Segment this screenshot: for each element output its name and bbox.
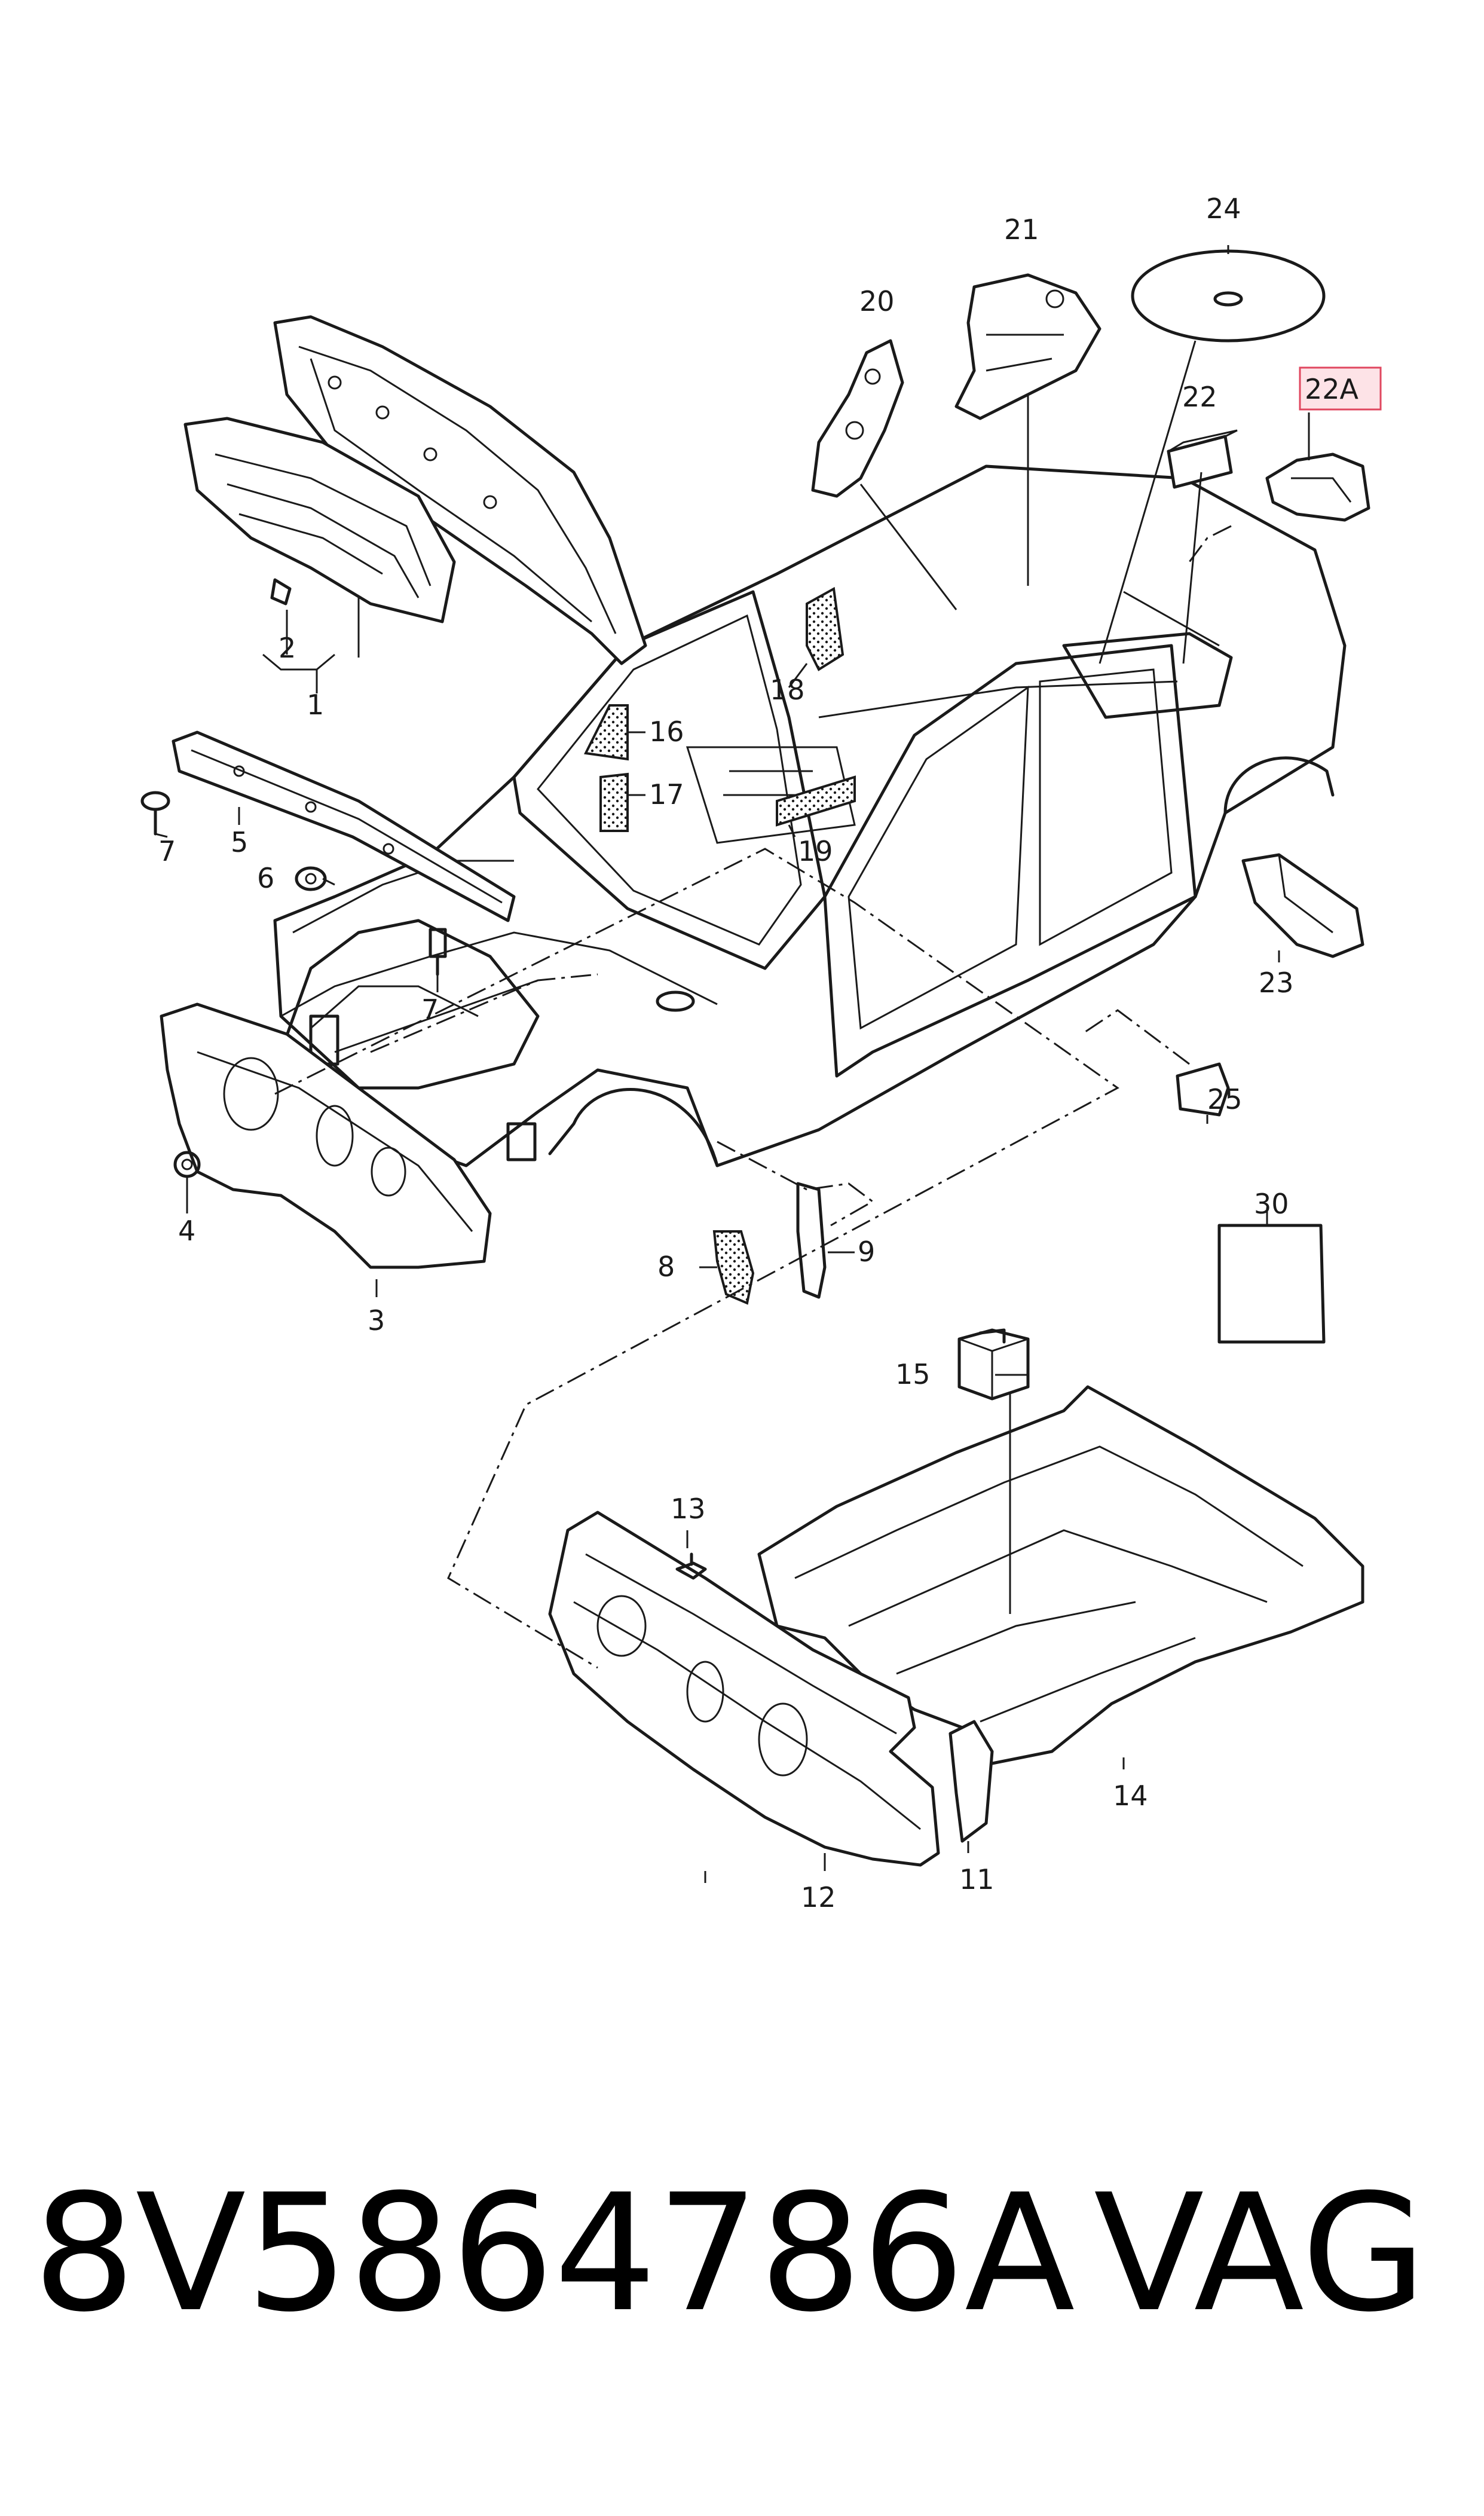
callout-5: 5 <box>231 826 248 858</box>
part-firewall-insulation <box>548 1511 994 1867</box>
callout-25: 25 <box>1207 1083 1243 1115</box>
callout-24: 24 <box>1206 192 1241 225</box>
callout-11: 11 <box>959 1863 995 1896</box>
callout-13: 13 <box>671 1493 706 1525</box>
callout-2: 2 <box>279 632 296 664</box>
part-bulkhead-insulation <box>160 1002 492 1269</box>
part-plenum-strip <box>140 730 516 976</box>
callout-3: 3 <box>368 1304 385 1337</box>
callout-18: 18 <box>770 674 805 706</box>
callout-23: 23 <box>1259 967 1294 999</box>
part-misc-components <box>1131 249 1370 1344</box>
callout-15: 15 <box>895 1358 931 1390</box>
callout-17: 17 <box>649 778 684 811</box>
callout-12: 12 <box>801 1881 836 1913</box>
callout-1: 1 <box>307 689 324 721</box>
callout-16: 16 <box>649 716 684 748</box>
part-hood-insulation <box>183 417 456 623</box>
group-outlines <box>274 525 1232 1669</box>
callout-8: 8 <box>657 1251 675 1283</box>
part-number: 8V5864786A <box>33 2159 1075 2347</box>
brand-label: VAG <box>1094 2159 1427 2347</box>
callout-22: 22 <box>1182 381 1217 413</box>
callout-21: 21 <box>1004 213 1039 246</box>
callout-14: 14 <box>1113 1780 1148 1812</box>
callout-6: 6 <box>257 862 274 894</box>
part-foam-blocks <box>583 586 856 832</box>
callout-30: 30 <box>1254 1188 1289 1220</box>
callout-labels: 1 2 3 4 5 6 7 7 8 9 11 12 13 14 15 16 17… <box>158 192 1359 1913</box>
callout-22a-highlight <box>1299 366 1382 411</box>
callout-9: 9 <box>858 1236 875 1268</box>
callout-22a: 22A <box>1305 373 1359 405</box>
callout-19: 19 <box>798 835 833 867</box>
callout-7-body: 7 <box>421 993 439 1026</box>
part-pillar-foam <box>712 1182 827 1305</box>
leader-lines <box>155 245 1310 1883</box>
callout-7-clip: 7 <box>158 835 176 867</box>
part-wheelhouse-panels <box>811 273 1101 498</box>
callout-4: 4 <box>178 1215 195 1247</box>
callout-20: 20 <box>859 285 895 317</box>
